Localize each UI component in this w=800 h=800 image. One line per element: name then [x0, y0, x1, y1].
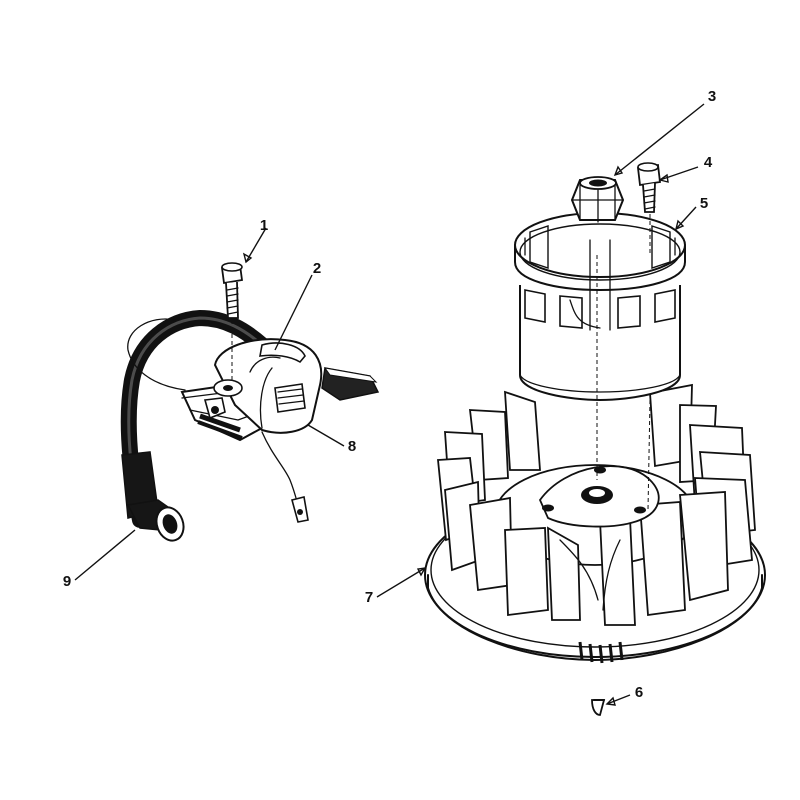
- callout-4: 4: [704, 154, 713, 171]
- ground-wire: [261, 431, 309, 523]
- callout-leaders: [74, 103, 705, 706]
- flywheel-key: [591, 699, 606, 716]
- callout-7: 7: [365, 589, 373, 606]
- flywheel-assembly: [424, 162, 766, 716]
- screen-bolt: [637, 162, 661, 511]
- ignition-coil-assembly: [120, 262, 380, 542]
- callout-1: 1: [260, 217, 268, 234]
- callout-6: 6: [635, 684, 643, 701]
- rotating-screen-cup: [514, 212, 686, 480]
- flywheel-nut: [570, 176, 625, 223]
- callout-9: 9: [63, 573, 71, 590]
- spark-plug-boot: [121, 451, 185, 542]
- callout-8: 8: [348, 438, 356, 455]
- flywheel-hub: [538, 465, 660, 528]
- flywheel-fan-blades: [437, 383, 756, 626]
- callout-2: 2: [313, 260, 321, 277]
- callout-labels: 1 2 3 4 5 6 7 8 9: [63, 88, 716, 701]
- callout-3: 3: [708, 88, 716, 105]
- callout-5: 5: [700, 195, 708, 212]
- coil-body: [203, 338, 323, 434]
- flywheel-studs: [578, 641, 624, 664]
- coil-mounting-bolt: [220, 262, 244, 380]
